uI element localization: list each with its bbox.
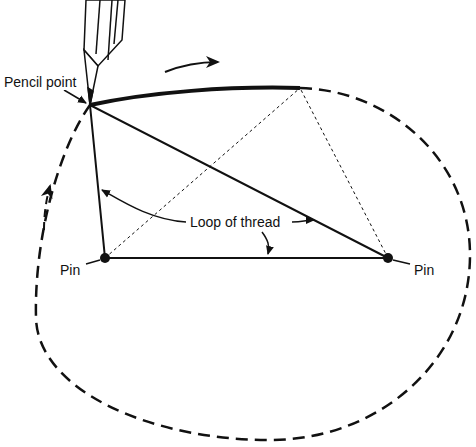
part-label: Pencil point [2, 74, 78, 90]
pin [383, 253, 393, 263]
leader-line [292, 220, 314, 222]
thread-loop [90, 105, 388, 258]
part-label: Loop of thread [188, 214, 282, 230]
part-label: Pin [58, 262, 82, 278]
direction-arrow [44, 186, 50, 230]
ellipse-path [36, 88, 470, 440]
direction-arrow [165, 62, 218, 72]
drawn-arc [90, 88, 300, 105]
leader-line [86, 260, 100, 264]
leader-line [64, 90, 86, 103]
thread-dotted [300, 88, 388, 258]
pin [100, 253, 110, 263]
pencil [84, 0, 125, 105]
thread-dotted [105, 88, 300, 258]
leader-line [393, 260, 410, 264]
leader-line [102, 190, 186, 222]
part-label: Pin [412, 262, 436, 278]
leader-line [262, 232, 269, 254]
